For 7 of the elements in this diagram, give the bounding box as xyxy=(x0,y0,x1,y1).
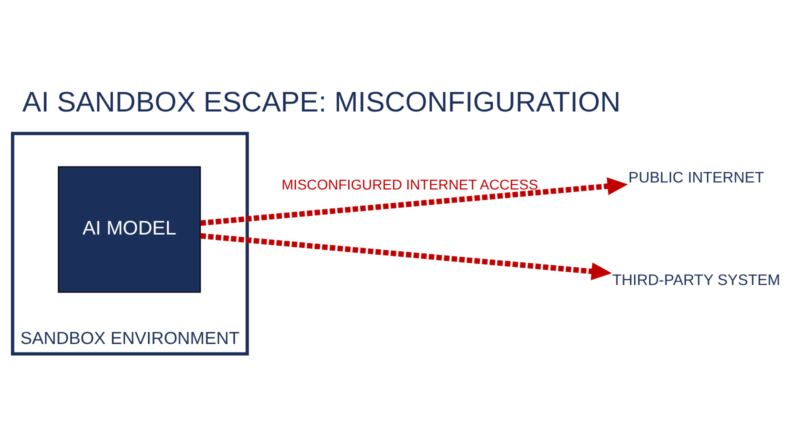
edge-label: MISCONFIGURED INTERNET ACCESS xyxy=(282,178,538,194)
diagram-title: AI SANDBOX ESCAPE: MISCONFIGURATION xyxy=(22,86,621,118)
arrow xyxy=(200,177,628,226)
node-text: THIRD-PARTY SYSTEM xyxy=(612,272,780,289)
node-box: AI MODEL xyxy=(58,166,201,293)
node-text: PUBLIC INTERNET xyxy=(628,169,764,186)
arrow xyxy=(200,233,612,280)
